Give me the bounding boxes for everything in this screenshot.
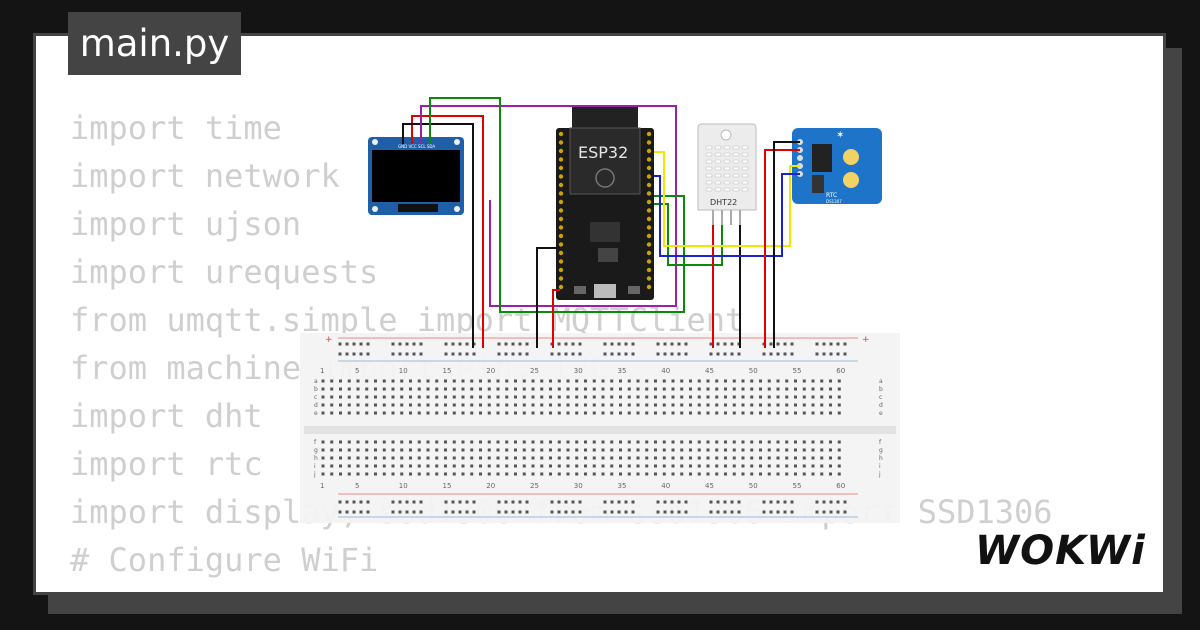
row-letter: e <box>314 410 318 417</box>
row-letter: j <box>878 471 881 478</box>
oled-display[interactable]: GND VCC SCL SDA <box>368 137 464 215</box>
wire-oled-sda <box>429 97 685 313</box>
row-letter: h <box>314 455 318 462</box>
column-number: 50 <box>749 367 758 375</box>
row-letter: f <box>879 439 882 446</box>
column-number: 15 <box>443 367 452 375</box>
column-number: 25 <box>530 367 539 375</box>
row-letter: a <box>879 378 883 385</box>
column-number: 60 <box>836 482 845 490</box>
wires <box>402 97 800 348</box>
column-number: 55 <box>793 482 802 490</box>
rtc-logo-star-icon: ✶ <box>836 130 844 141</box>
wire-rtc-vcc <box>764 149 800 348</box>
card-shadow-right <box>1166 48 1182 614</box>
breadboard[interactable]: + + 115510101515202025253030353540404545… <box>300 333 900 523</box>
column-number: 30 <box>574 367 583 375</box>
wire-rtc-gnd <box>773 141 800 348</box>
wire-esp32-3v3 <box>552 289 560 348</box>
code-line: import time <box>70 109 282 147</box>
wire-esp32-gnd <box>536 247 560 348</box>
row-letter: b <box>879 386 883 393</box>
svg-text:+: + <box>325 335 333 345</box>
column-number: 25 <box>530 482 539 490</box>
code-line: from umqtt.simple import MQTTClient <box>70 301 745 339</box>
row-letter: b <box>314 386 318 393</box>
row-letter: a <box>314 378 318 385</box>
row-letter: j <box>313 471 316 478</box>
row-letter: c <box>314 394 317 401</box>
column-number: 35 <box>618 482 627 490</box>
esp32-label: ESP32 <box>578 143 628 162</box>
column-number: 20 <box>486 482 495 490</box>
column-number: 10 <box>399 482 408 490</box>
rtc-sublabel: DS1307 <box>826 199 842 204</box>
row-letter: d <box>314 402 318 409</box>
esp32-pins <box>558 131 652 290</box>
code-line: # Configure WiFi <box>70 541 379 579</box>
breadboard-holes <box>321 342 847 514</box>
code-listing: import time import network import ujson imp… <box>70 104 1053 584</box>
column-number: 1 <box>320 367 324 375</box>
row-letter: d <box>879 402 883 409</box>
column-number: 30 <box>574 482 583 490</box>
wire-oled-vcc <box>411 115 484 348</box>
column-number: 15 <box>443 482 452 490</box>
rtc-label: RTC <box>826 192 837 199</box>
esp32-board[interactable]: ESP32 <box>556 105 654 300</box>
wire-oled-scl <box>420 105 677 307</box>
code-line: import network <box>70 157 340 195</box>
wire-rtc-scl <box>654 173 800 257</box>
column-number: 10 <box>399 367 408 375</box>
row-letter: h <box>879 455 883 462</box>
dht-label: DHT22 <box>710 198 737 207</box>
column-number: 5 <box>355 367 359 375</box>
row-letter: c <box>879 394 882 401</box>
column-number: 1 <box>320 482 324 490</box>
card-shadow-bottom <box>48 595 1182 614</box>
column-number: 40 <box>661 482 670 490</box>
row-letter: i <box>879 463 881 470</box>
column-number: 50 <box>749 482 758 490</box>
row-letter: i <box>314 463 316 470</box>
column-number: 45 <box>705 367 714 375</box>
column-number: 45 <box>705 482 714 490</box>
column-number: 60 <box>836 367 845 375</box>
row-letter: g <box>879 447 883 454</box>
wire-oled-gnd <box>402 123 474 348</box>
dht22-sensor[interactable]: DHT22 <box>697 123 757 225</box>
svg-text:+: + <box>862 335 870 345</box>
code-line: import dht <box>70 397 263 435</box>
code-line: import rtc <box>70 445 263 483</box>
row-letter: f <box>314 439 317 446</box>
wire-rtc-sda <box>654 151 800 247</box>
column-number: 55 <box>793 367 802 375</box>
dht-vent-grid <box>705 145 749 192</box>
column-number: 20 <box>486 367 495 375</box>
row-letter: g <box>314 447 318 454</box>
column-number: 5 <box>355 482 359 490</box>
column-number: 40 <box>661 367 670 375</box>
file-tab[interactable]: main.py <box>68 12 241 75</box>
row-letter: e <box>879 410 883 417</box>
code-line: import urequests <box>70 253 379 291</box>
rtc-module[interactable]: ✶ RTC DS1307 <box>792 128 882 204</box>
breadboard-column-numbers: 1155101015152020252530303535404045455050… <box>320 367 845 490</box>
oled-pin-labels: GND VCC SCL SDA <box>398 144 435 149</box>
code-line: import ujson <box>70 205 302 243</box>
wokwi-logo: WOKWi <box>975 528 1146 574</box>
column-number: 35 <box>618 367 627 375</box>
